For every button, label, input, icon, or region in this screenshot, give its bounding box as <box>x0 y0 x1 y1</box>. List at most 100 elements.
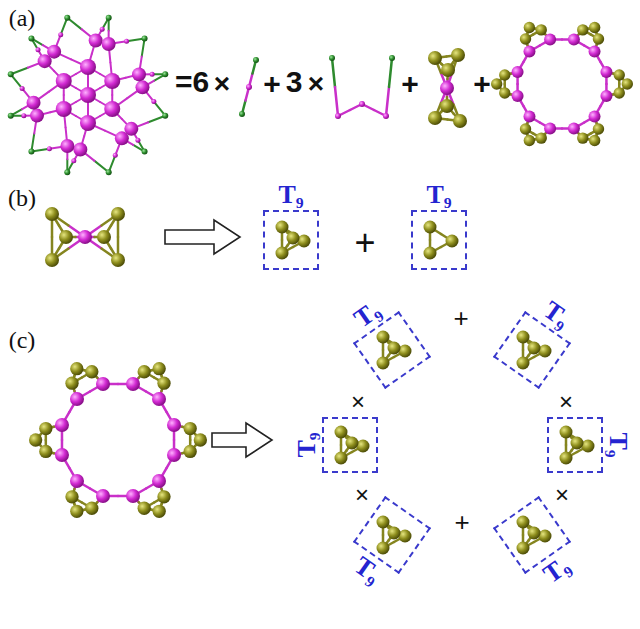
atom <box>491 78 502 89</box>
figure-label: × <box>214 70 230 98</box>
atom <box>399 345 412 358</box>
atom <box>517 516 530 529</box>
atom <box>346 437 359 450</box>
atom <box>28 149 34 155</box>
atom <box>28 35 34 41</box>
atom <box>357 440 370 453</box>
atom <box>517 331 530 344</box>
atom <box>142 35 148 41</box>
dashed-box: T₉ <box>493 311 571 389</box>
atom <box>8 71 14 77</box>
atom <box>104 101 120 117</box>
atom <box>126 489 140 503</box>
hollow-arrow <box>165 220 240 254</box>
atom <box>56 73 72 89</box>
atom <box>544 122 556 134</box>
atom <box>577 132 588 143</box>
atom <box>512 66 524 78</box>
atom <box>622 78 633 89</box>
figure-label: (a) <box>9 6 36 30</box>
atom <box>614 69 625 80</box>
atom <box>153 505 166 518</box>
atom <box>377 542 390 555</box>
atom <box>64 169 70 175</box>
atom <box>152 474 166 488</box>
atom <box>335 426 348 439</box>
atom <box>517 542 530 555</box>
atom <box>20 86 25 91</box>
figure-label: × <box>555 483 569 507</box>
atom <box>499 87 510 98</box>
atom <box>499 69 510 80</box>
atom <box>104 73 120 89</box>
atom <box>600 90 612 102</box>
atom <box>528 342 541 355</box>
figure-label: + <box>354 225 375 261</box>
atom <box>102 37 116 51</box>
bond <box>389 58 392 87</box>
atom <box>70 362 83 375</box>
atom <box>560 426 573 439</box>
atom <box>287 232 300 245</box>
atom <box>383 113 389 119</box>
atom <box>194 433 207 446</box>
atom <box>589 111 601 123</box>
bond <box>386 87 389 116</box>
atom <box>106 15 112 21</box>
atom <box>446 235 459 248</box>
figure-label: × <box>355 483 369 507</box>
figure-label: + <box>454 509 469 535</box>
atom <box>589 135 600 146</box>
figure-label: + <box>401 69 419 99</box>
hollow-arrow <box>212 423 272 457</box>
atom <box>389 55 395 61</box>
atom <box>21 113 26 118</box>
atom <box>276 247 289 260</box>
unit-label: T₉ <box>539 297 575 333</box>
atom <box>377 357 390 370</box>
figure-label: (b) <box>8 186 36 210</box>
atom <box>36 47 41 52</box>
atom <box>517 357 530 370</box>
atom <box>600 66 612 78</box>
dashed-box: T₉ <box>322 417 378 473</box>
atom <box>167 448 181 462</box>
atom <box>60 139 74 153</box>
bond <box>332 58 335 87</box>
atom <box>560 452 573 465</box>
atom <box>65 490 78 503</box>
atom <box>89 34 103 48</box>
figure-label: × <box>559 390 573 414</box>
atom <box>524 135 535 146</box>
atom <box>65 377 78 390</box>
atom <box>399 530 412 543</box>
atom <box>523 111 535 123</box>
atom <box>568 34 580 46</box>
atom <box>70 392 84 406</box>
atom <box>153 362 166 375</box>
figure-label: + <box>473 69 491 99</box>
atom <box>151 99 156 104</box>
atom <box>55 418 69 432</box>
atom <box>589 45 601 57</box>
atom <box>253 57 259 63</box>
atom <box>45 207 59 221</box>
atom <box>85 365 98 378</box>
atom <box>239 111 245 117</box>
atom <box>424 221 437 234</box>
atom <box>424 247 437 260</box>
figure-label: 3 <box>286 67 303 97</box>
atom <box>536 132 547 143</box>
atom <box>544 34 556 46</box>
figure-label: (c) <box>9 328 36 352</box>
atom <box>377 516 390 529</box>
atom <box>100 27 105 32</box>
atom <box>184 422 197 435</box>
unit-label: T₉ <box>350 552 386 588</box>
unit-label: T₉ <box>294 432 320 457</box>
atom <box>157 490 170 503</box>
dashed-box: T₉ <box>547 417 603 473</box>
atom <box>45 253 59 267</box>
atom <box>8 113 14 119</box>
atom <box>138 502 151 515</box>
